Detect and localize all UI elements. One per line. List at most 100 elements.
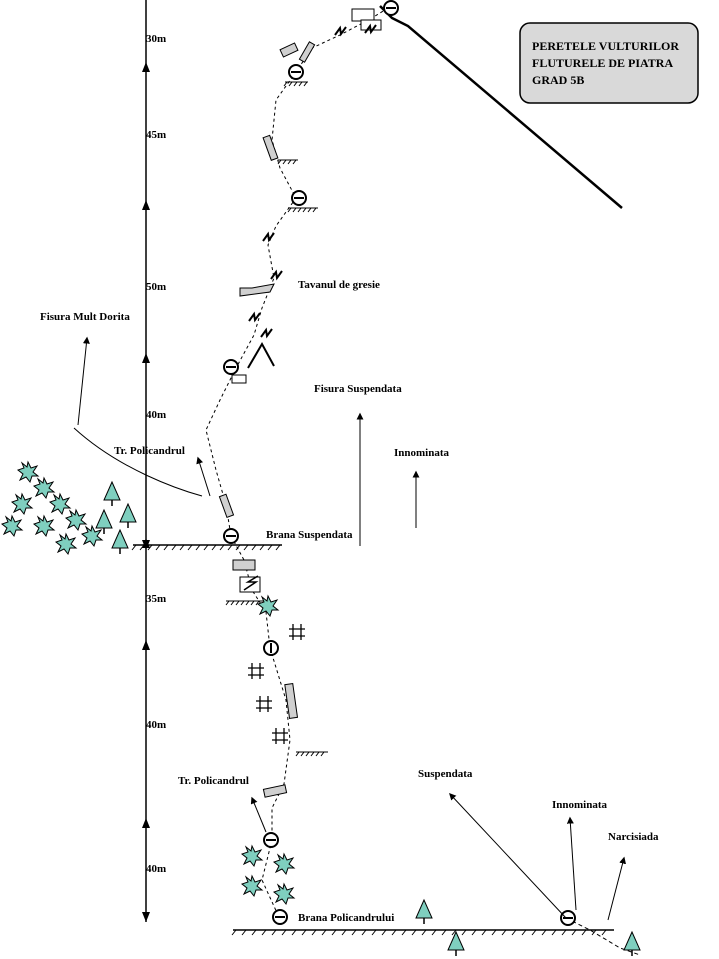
stance-ledge (295, 751, 328, 757)
vegetation-cluster-bottom (241, 845, 295, 905)
piton-icon (260, 328, 273, 338)
route-innominata-lower-arrow (566, 816, 577, 911)
broken-rock-icon (255, 695, 273, 713)
bush-icon (17, 461, 39, 483)
bush-icon (55, 533, 77, 555)
label-brana-suspendata: Brana Suspendata (266, 529, 353, 541)
tree-icon (111, 529, 129, 555)
belay-station-icon (223, 528, 239, 544)
axis-tick-arrow (142, 200, 150, 210)
route-line-upper (205, 7, 389, 537)
pitch-length-3: 50m (146, 281, 166, 293)
bush-icon (241, 875, 263, 897)
brana-policandrului-ledge-hatch (231, 929, 607, 936)
small-block (231, 374, 247, 384)
bush-icon (33, 477, 55, 499)
title-box: PERETELE VULTURILOR FLUTURELE DE PIATRA … (519, 22, 699, 104)
stance-ledges (225, 81, 328, 757)
route-tr-policandrul-upper-arrow (196, 456, 211, 497)
bush-icon (65, 509, 87, 531)
vegetation-cluster-left (1, 461, 103, 555)
pitch-length-2: 45m (146, 129, 166, 141)
roof-overhang (232, 559, 256, 571)
pitch-length-4: 40m (146, 409, 166, 421)
chimney-block (239, 576, 261, 593)
piton-icon (262, 232, 275, 242)
bush-icon (273, 883, 295, 905)
brana-suspendata-ledge-hatch (131, 544, 281, 551)
exit-path-line (565, 917, 641, 956)
roof-overhang (262, 784, 288, 798)
bush-icon (33, 515, 55, 537)
broken-rock-icon (247, 662, 265, 680)
axis-tick-arrow (142, 640, 150, 650)
roof-overhang (279, 42, 299, 58)
pitch-length-1: 30m (146, 33, 166, 45)
axis-tick-arrow (142, 353, 150, 363)
stance-ledge (225, 600, 264, 606)
label-innominata-lower: Innominata (552, 799, 608, 811)
title-line-3: GRAD 5B (532, 73, 584, 87)
piton-icon (334, 26, 347, 36)
belay-station-icon (272, 909, 288, 925)
title-line-2: FLUTURELE DE PIATRA (532, 56, 673, 70)
pitch-length-5: 35m (146, 593, 166, 605)
stance-ledge (287, 207, 318, 213)
bush-icon (11, 493, 33, 515)
tree-icon (415, 899, 433, 925)
bush-icon (257, 595, 279, 617)
chimney-zigzag (243, 575, 259, 591)
route-suspendata-arrow (449, 792, 567, 919)
dihedral-feature (247, 341, 275, 369)
axis-tick-arrow (142, 818, 150, 828)
belay-station-icon (383, 0, 399, 16)
piton-icon (270, 270, 283, 280)
route-fisura-mult-dorita-arrow (77, 336, 90, 426)
label-brana-policandrului: Brana Policandrului (298, 912, 394, 924)
bush-icon (273, 853, 295, 875)
label-fisura-mult-dorita: Fisura Mult Dorita (40, 311, 130, 323)
stance-ledge (283, 81, 308, 87)
axis-tick-arrow (142, 912, 150, 922)
stance-ledge (277, 159, 298, 165)
route-narcisiada-arrow (607, 856, 626, 921)
bush-icon (241, 845, 263, 867)
label-suspendata: Suspendata (418, 768, 473, 780)
title-line-1: PERETELE VULTURILOR (532, 39, 679, 53)
pitch-length-axis: 30m 45m 50m 40m 35m 40m 40m (142, 0, 166, 922)
bush-icon (1, 515, 23, 537)
belay-station-icon (263, 832, 279, 848)
label-fisura-suspendata: Fisura Suspendata (314, 383, 402, 395)
broken-rock-icon (271, 727, 289, 745)
summit-block (351, 8, 375, 22)
route-fisura-mult-dorita-line (73, 427, 203, 497)
pitch-length-7: 40m (146, 863, 166, 875)
title-box-background (519, 22, 699, 104)
tree-icon (623, 931, 641, 957)
crack-feature (298, 41, 316, 63)
belay-station-icon (560, 910, 576, 926)
axis-tick-arrow (142, 62, 150, 72)
bush-icon (81, 525, 103, 547)
label-tr-policandrul-upper: Tr. Policandrul (114, 445, 185, 457)
belay-station-icon (288, 64, 304, 80)
belay-station-icon (291, 190, 307, 206)
belay-station-vertical-icon (263, 640, 279, 656)
tree-icon (447, 931, 465, 957)
label-tavanul-de-gresie: Tavanul de gresie (298, 279, 380, 291)
bush-icon (49, 493, 71, 515)
crack-feature (218, 493, 235, 519)
label-narcisiada: Narcisiada (608, 831, 659, 843)
belay-station-icon (223, 359, 239, 375)
crack-feature (284, 683, 299, 719)
tree-icon (103, 481, 121, 507)
label-innominata-upper: Innominata (394, 447, 450, 459)
label-tr-policandrul-lower: Tr. Policandrul (178, 775, 249, 787)
tree-icon (119, 503, 137, 529)
tavanul-roof (239, 283, 275, 297)
route-tr-policandrul-lower-arrow (250, 796, 267, 833)
pitch-length-6: 40m (146, 719, 166, 731)
broken-rock-icon (288, 623, 306, 641)
crack-feature (262, 134, 279, 161)
